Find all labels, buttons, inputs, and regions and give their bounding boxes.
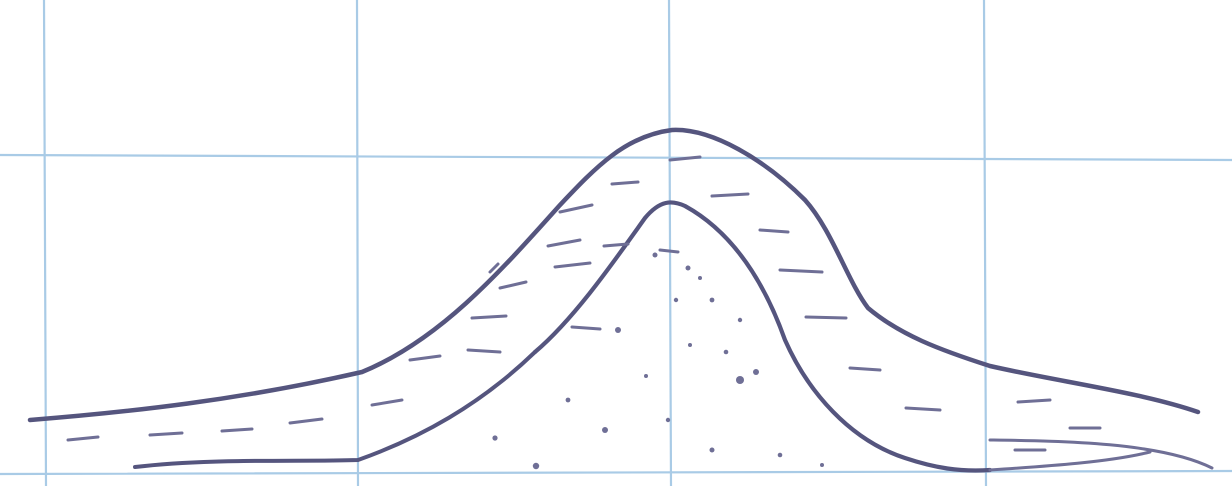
inner-hill-outline bbox=[532, 200, 993, 473]
right-base-line bbox=[988, 438, 1214, 472]
grid-horizontal-line-2 bbox=[0, 469, 1232, 476]
left-base-line bbox=[133, 350, 537, 469]
grid-vertical-line-1 bbox=[42, 0, 48, 486]
band-hatching bbox=[66, 155, 1102, 452]
outer-hill-outline bbox=[27, 127, 1201, 423]
grid-horizontal-line-1 bbox=[0, 153, 1232, 162]
grid-vertical-line-4 bbox=[982, 0, 988, 486]
inner-stippling bbox=[492, 252, 824, 470]
grid-vertical-line-3 bbox=[667, 0, 673, 486]
grid-vertical-line-2 bbox=[355, 0, 360, 486]
